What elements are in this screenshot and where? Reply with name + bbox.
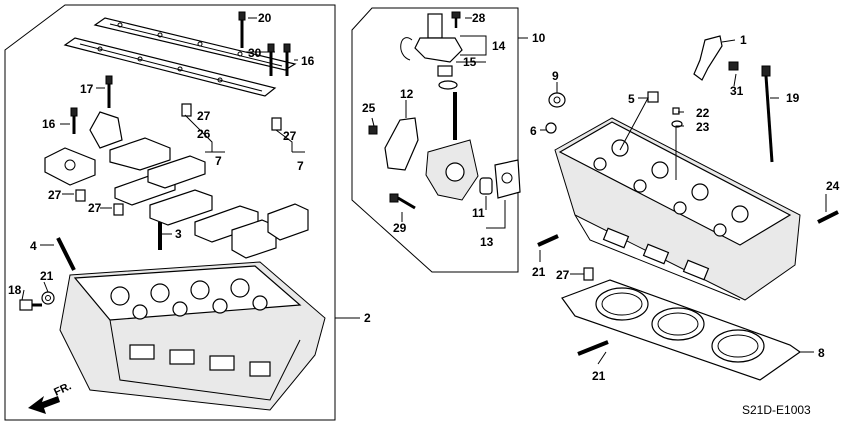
callout-21-b: 21 [592,369,606,383]
callout-15: 15 [463,55,477,69]
callout-6: 6 [530,124,537,138]
bolt-18 [19,299,42,311]
spool-valve-body [425,92,479,201]
callout-17: 17 [80,82,94,96]
group-outline-middle [351,7,519,273]
callout-16-a: 16 [301,54,315,68]
plug-23 [672,107,680,115]
filter-11 [479,177,493,195]
cam-holder-b [109,137,259,243]
cam-holder-a [44,111,123,186]
front-arrow-icon: FR. [28,380,73,414]
callout-27-c: 27 [48,188,62,202]
callout-30: 29 [393,221,407,235]
bolt-29 [451,11,461,28]
stud-4 [56,237,76,271]
seal-9 [548,92,566,108]
stud-21-upper [537,234,559,247]
bolt-26 [368,125,378,135]
callout-labels: 1 2 3 4 5 6 7 7 8 9 10 11 12 13 14 15 16… [8,11,840,383]
callout-7-a: 7 [215,154,222,168]
callout-10: 10 [532,31,546,45]
callout-16-b: 16 [42,117,56,131]
head-gasket-8 [561,279,802,381]
callout-24: 23 [696,120,710,134]
callout-11: 11 [472,206,485,220]
callout-9: 9 [552,69,559,83]
filter-12 [384,117,419,171]
callout-14: 14 [492,39,506,53]
plug-6 [545,122,557,134]
gasket-15 [438,80,458,90]
bolt-20 [238,11,246,48]
callout-29: 28 [472,11,486,25]
callout-20: 20 [258,11,272,25]
cylinder-head-left [59,261,326,411]
callout-12: 12 [400,87,414,101]
callout-8: 8 [818,346,825,360]
callout-28: 27 [556,268,570,282]
callout-31: 30 [248,46,262,60]
bolt-16-lower [70,107,78,134]
cam-holder-c [231,203,309,259]
callout-3: 3 [175,227,182,241]
bracket-1 [693,35,723,81]
rocker-gasket-upper [93,17,297,71]
callout-27-d: 27 [88,201,102,215]
callout-26: 25 [362,101,376,115]
stud-21-lower [577,340,609,356]
callout-27-b: 27 [283,129,297,143]
callout-23: 22 [696,106,710,120]
diagram-code: S21D-E1003 [742,403,811,417]
bolt-17 [105,75,113,108]
dowel-28 [583,267,594,281]
callout-4: 4 [30,239,37,253]
spool-valve-solenoid [400,13,463,77]
callout-27-e: 27 [197,109,211,123]
callout-27-a: 26 [197,127,211,141]
group-outline-left [4,4,336,421]
callout-18: 18 [8,283,22,297]
callout-13: 13 [480,235,494,249]
stud-25 [817,210,839,224]
callout-1: 1 [740,33,747,47]
dowel-27-a [181,103,192,117]
dowel-27-d [113,203,124,216]
callout-5: 5 [628,92,635,106]
callout-32: 31 [730,84,744,98]
bolt-19 [761,65,774,163]
dowel-27-c [75,189,86,202]
washer-22 [41,291,55,305]
front-label: FR. [52,380,73,398]
callout-19: 19 [786,91,800,105]
bolt-30 [389,193,416,210]
callout-25: 24 [826,179,840,193]
bolt-32 [728,61,739,71]
gasket-13 [494,159,521,199]
plug-5 [647,91,659,103]
leader-lines [21,17,827,365]
callout-7-b: 7 [297,159,304,173]
dowel-27-b [271,117,282,131]
bolt-16-upper [283,43,291,76]
callout-21-a: 21 [532,265,546,279]
cylinder-head-right [554,117,801,301]
callout-2: 2 [364,311,371,325]
rocker-gasket-lower [63,37,277,97]
callout-22: 21 [40,269,54,283]
